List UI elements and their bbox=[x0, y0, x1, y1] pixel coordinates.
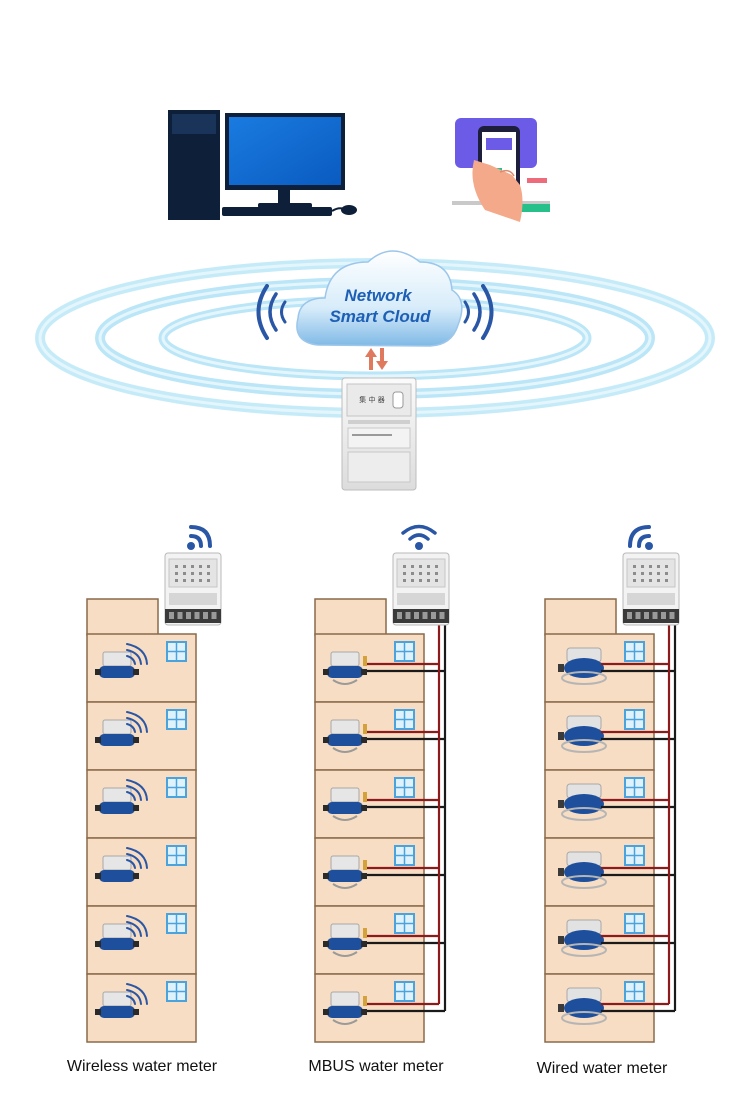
building-floor bbox=[314, 837, 445, 907]
column-mbus bbox=[314, 524, 450, 1043]
meter-columns bbox=[86, 524, 680, 1043]
water-meter-icon bbox=[558, 783, 607, 821]
building-floor bbox=[86, 837, 197, 907]
water-meter-icon bbox=[323, 923, 367, 957]
cloud-wireless-left-icon bbox=[256, 284, 287, 340]
column-wired bbox=[544, 525, 680, 1043]
cloud-label-line1: Network bbox=[344, 286, 413, 305]
meter-wireless-icon bbox=[126, 983, 148, 1005]
building-roof bbox=[544, 598, 617, 636]
building-floor bbox=[544, 837, 675, 907]
water-meter-icon bbox=[558, 919, 607, 957]
water-meter-icon bbox=[558, 851, 607, 889]
building-floor bbox=[86, 769, 197, 839]
cloud-wireless-right-icon bbox=[463, 284, 494, 340]
concentrator-label: 集 中 器 bbox=[359, 395, 384, 404]
building-floor bbox=[314, 905, 445, 975]
building-floor bbox=[86, 905, 197, 975]
building-floor bbox=[314, 633, 445, 703]
main-concentrator: 集 中 器 bbox=[341, 377, 417, 491]
building-floor bbox=[314, 701, 445, 771]
column-wireless bbox=[86, 525, 222, 1043]
building-floor bbox=[86, 973, 197, 1043]
building-roof bbox=[86, 598, 159, 636]
caption-wireless-water-meter: Wireless water meter bbox=[67, 1058, 218, 1075]
building-roof bbox=[314, 598, 387, 636]
building-floor bbox=[544, 701, 675, 771]
mobile-app-icon bbox=[452, 118, 550, 222]
caption-mbus-water-meter: MBUS water meter bbox=[308, 1058, 444, 1075]
building-floor bbox=[544, 633, 675, 703]
water-meter-icon bbox=[558, 987, 607, 1025]
collector-wifi-icon bbox=[628, 525, 653, 550]
desktop-computer-icon bbox=[168, 110, 357, 220]
collector-wifi-icon bbox=[401, 524, 437, 550]
collector-wifi-icon bbox=[187, 525, 212, 550]
water-meter-icon bbox=[323, 855, 367, 889]
water-meter-icon bbox=[95, 991, 139, 1018]
water-meter-icon bbox=[323, 719, 367, 753]
water-meter-icon bbox=[95, 787, 139, 814]
data-collector bbox=[164, 552, 222, 626]
water-meter-icon bbox=[323, 991, 367, 1025]
meter-wireless-icon bbox=[126, 643, 148, 665]
cloud-label-line2: Smart Cloud bbox=[329, 307, 431, 326]
data-collector bbox=[392, 552, 450, 626]
meter-wireless-icon bbox=[126, 711, 148, 733]
building-floor bbox=[544, 905, 675, 975]
data-collector bbox=[622, 552, 680, 626]
bidirectional-arrows-icon bbox=[365, 348, 388, 370]
building-floor bbox=[314, 769, 445, 839]
building-floor bbox=[544, 973, 675, 1043]
water-meter-icon bbox=[323, 651, 367, 685]
building-floor bbox=[86, 633, 197, 703]
water-meter-icon bbox=[95, 923, 139, 950]
water-meter-icon bbox=[323, 787, 367, 821]
building-floor bbox=[314, 973, 445, 1043]
water-meter-icon bbox=[95, 719, 139, 746]
meter-wireless-icon bbox=[126, 847, 148, 869]
building-floor bbox=[86, 701, 197, 771]
water-meter-icon bbox=[558, 647, 607, 685]
caption-wired-water-meter: Wired water meter bbox=[537, 1060, 668, 1077]
water-meter-icon bbox=[558, 715, 607, 753]
meter-wireless-icon bbox=[126, 779, 148, 801]
meter-wireless-icon bbox=[126, 915, 148, 937]
network-smart-cloud: Network Smart Cloud bbox=[296, 250, 463, 347]
building-floor bbox=[544, 769, 675, 839]
